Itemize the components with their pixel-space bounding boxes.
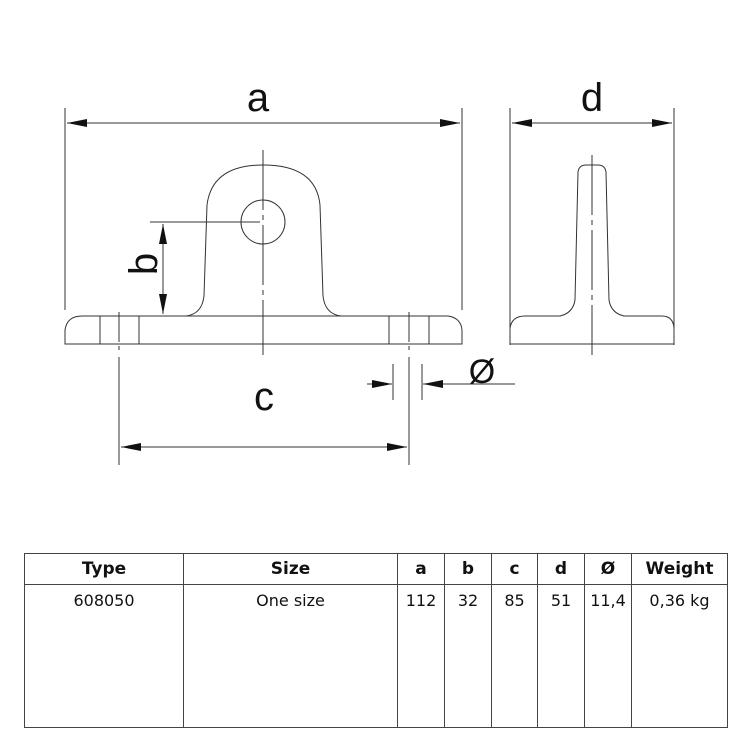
dim-label-diameter: Ø [469,353,495,391]
cell-d: 51 [537,584,585,728]
header-weight: Weight [631,553,728,585]
spec-table: Type Size a b c d Ø Weight 608050 One si… [24,553,728,728]
header-type: Type [24,553,184,585]
technical-drawing: a d b c Ø [64,76,675,465]
cell-weight: 0,36 kg [631,584,728,728]
header-a: a [397,553,445,585]
cell-type: 608050 [24,584,184,728]
header-size: Size [183,553,398,585]
cell-c: 85 [491,584,538,728]
table-header-row: Type Size a b c d Ø Weight [24,553,728,585]
cell-a: 112 [397,584,445,728]
dim-label-d: d [581,76,603,120]
dim-label-c: c [254,375,274,419]
header-diameter: Ø [584,553,632,585]
side-view [509,108,675,355]
header-d: d [537,553,585,585]
cell-diameter: 11,4 [584,584,632,728]
table-row: 608050 One size 112 32 85 51 11,4 0,36 k… [24,584,728,728]
dim-label-a: a [247,76,270,120]
header-b: b [444,553,492,585]
cell-size: One size [183,584,398,728]
dim-label-b: b [122,253,166,275]
cell-b: 32 [444,584,492,728]
header-c: c [491,553,538,585]
front-view [64,108,515,465]
